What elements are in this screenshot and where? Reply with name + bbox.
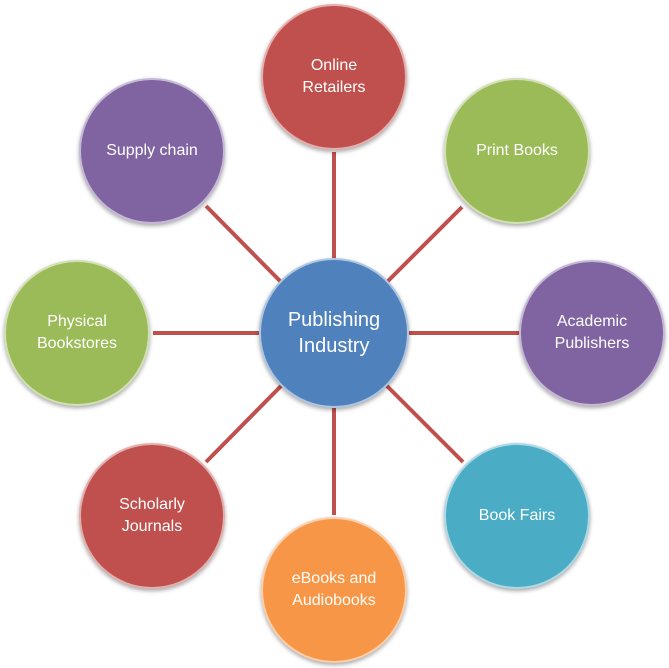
node-academic-publishers: Academic Publishers xyxy=(519,260,665,406)
node-supply-chain: Supply chain xyxy=(79,78,225,224)
node-label: Academic Publishers xyxy=(554,313,630,352)
center-label: Publishing Industry xyxy=(287,309,381,357)
node-label: Online Retailers xyxy=(302,57,366,96)
node-label: eBooks and Audiobooks xyxy=(291,570,377,609)
node-scholarly-journals: Scholarly Journals xyxy=(79,443,225,589)
connector-book-fairs xyxy=(384,383,465,464)
node-physical-bookstores: Physical Bookstores xyxy=(4,260,150,406)
node-label: Physical Bookstores xyxy=(36,313,118,352)
node-book-fairs: Book Fairs xyxy=(444,443,590,589)
connector-scholarly-journals xyxy=(204,383,284,464)
node-ebooks-audiobooks: eBooks and Audiobooks xyxy=(261,517,407,663)
center-node: Publishing Industry xyxy=(259,258,409,408)
connector-print-books xyxy=(384,205,464,285)
node-label: Book Fairs xyxy=(478,507,556,524)
node-online-retailers: Online Retailers xyxy=(261,4,407,150)
connector-supply-chain xyxy=(204,204,284,285)
node-label: Supply chain xyxy=(106,142,198,159)
node-label: Print Books xyxy=(476,142,558,159)
node-print-books: Print Books xyxy=(444,78,590,224)
node-label: Scholarly Journals xyxy=(119,496,185,535)
